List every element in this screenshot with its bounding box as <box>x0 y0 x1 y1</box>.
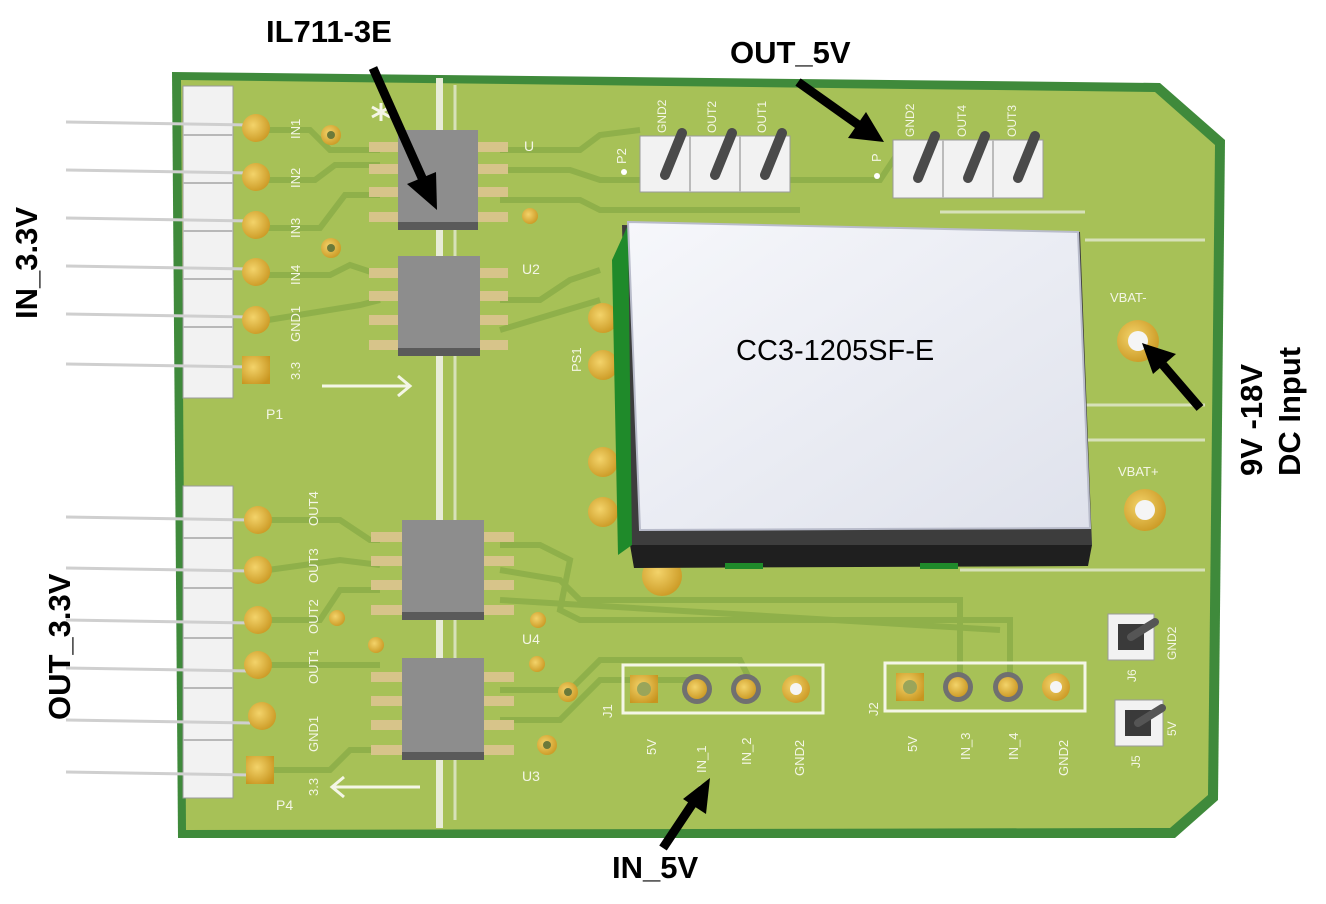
chip-u2 <box>369 256 508 356</box>
silk-j2-ref: J2 <box>866 702 881 716</box>
vias <box>321 125 578 755</box>
converter-label: CC3-1205SF-E <box>736 335 934 367</box>
silk-p4-out4: OUT4 <box>306 491 321 526</box>
silk-u-ref: U <box>524 138 534 154</box>
silk-j1-ref: J1 <box>600 704 615 718</box>
chip-u3 <box>371 658 514 760</box>
silk-j1-in2: IN_2 <box>739 738 754 765</box>
silk-p4-3v3: 3.3 <box>306 778 321 796</box>
header-j1 <box>621 663 825 715</box>
header-j6 <box>1107 613 1159 661</box>
silk-text: IN1 IN2 IN3 IN4 GND1 3.3 P1 OUT4 OUT3 OU… <box>266 99 1179 813</box>
silk-p3-out4: OUT4 <box>955 105 969 137</box>
callout-out-3v3: OUT_3.3V <box>42 573 77 720</box>
silk-j1-in1: IN_1 <box>694 746 709 773</box>
silk-p3-ref: P <box>869 153 884 162</box>
callout-in-3v3: IN_3.3V <box>9 206 44 319</box>
silk-p2-ref: P2 <box>614 148 629 164</box>
silk-p2-out1: OUT1 <box>755 101 769 133</box>
silk-p1-in2: IN2 <box>288 168 303 188</box>
silk-j5-ref: J5 <box>1129 755 1143 768</box>
silk-p1-gnd1: GND1 <box>288 306 303 342</box>
converter-module <box>612 220 1092 569</box>
silk-j2-5v: 5V <box>905 736 920 752</box>
silk-j1-5v: 5V <box>644 739 659 755</box>
callout-dc-input-line1: 9V -18V <box>1234 363 1269 476</box>
silk-p3-gnd2: GND2 <box>903 103 917 137</box>
silk-p1-ref: P1 <box>266 406 283 422</box>
header-j5 <box>1114 699 1166 747</box>
header-p1 <box>65 85 270 399</box>
silk-p2-out2: OUT2 <box>705 101 719 133</box>
silk-p4-out3: OUT3 <box>306 548 321 583</box>
silk-p4-ref: P4 <box>276 797 293 813</box>
silk-j6-ref: J6 <box>1125 669 1139 682</box>
silk-p1-3v3: 3.3 <box>288 362 303 380</box>
callout-dc-input-line2: DC Input <box>1272 346 1307 476</box>
silk-ps1-ref: PS1 <box>569 347 584 372</box>
silk-p1-in1: IN1 <box>288 119 303 139</box>
silk-p4-gnd1: GND1 <box>306 716 321 752</box>
silk-j1-gnd2: GND2 <box>792 740 807 776</box>
silk-j6-gnd2: GND2 <box>1165 626 1179 660</box>
callout-in-5v: IN_5V <box>612 850 699 885</box>
silk-j2-gnd2: GND2 <box>1056 740 1071 776</box>
silk-u4-ref: U4 <box>522 631 540 647</box>
header-p4 <box>65 485 276 799</box>
silk-p1-in4: IN4 <box>288 265 303 285</box>
silk-p2-gnd2: GND2 <box>655 99 669 133</box>
callout-arrows <box>368 66 1204 851</box>
silk-p4-out1: OUT1 <box>306 649 321 684</box>
silk-j5-5v: 5V <box>1165 721 1179 736</box>
silk-p3-out3: OUT3 <box>1005 105 1019 137</box>
silk-p1-in3: IN3 <box>288 218 303 238</box>
silk-j2-in3: IN_3 <box>958 733 973 760</box>
silk-vbat-minus: VBAT- <box>1110 290 1147 305</box>
callout-il711: IL711-3E <box>266 14 392 49</box>
header-p3 <box>874 131 1044 199</box>
header-p2 <box>621 128 791 193</box>
silk-j2-in4: IN_4 <box>1006 733 1021 760</box>
callout-out-5v: OUT_5V <box>730 35 851 70</box>
silk-u3-ref: U3 <box>522 768 540 784</box>
silk-vbat-plus: VBAT+ <box>1118 464 1159 479</box>
header-j2 <box>883 661 1087 713</box>
silk-p4-out2: OUT2 <box>306 599 321 634</box>
chip-u4 <box>371 520 514 620</box>
silk-u2-ref: U2 <box>522 261 540 277</box>
